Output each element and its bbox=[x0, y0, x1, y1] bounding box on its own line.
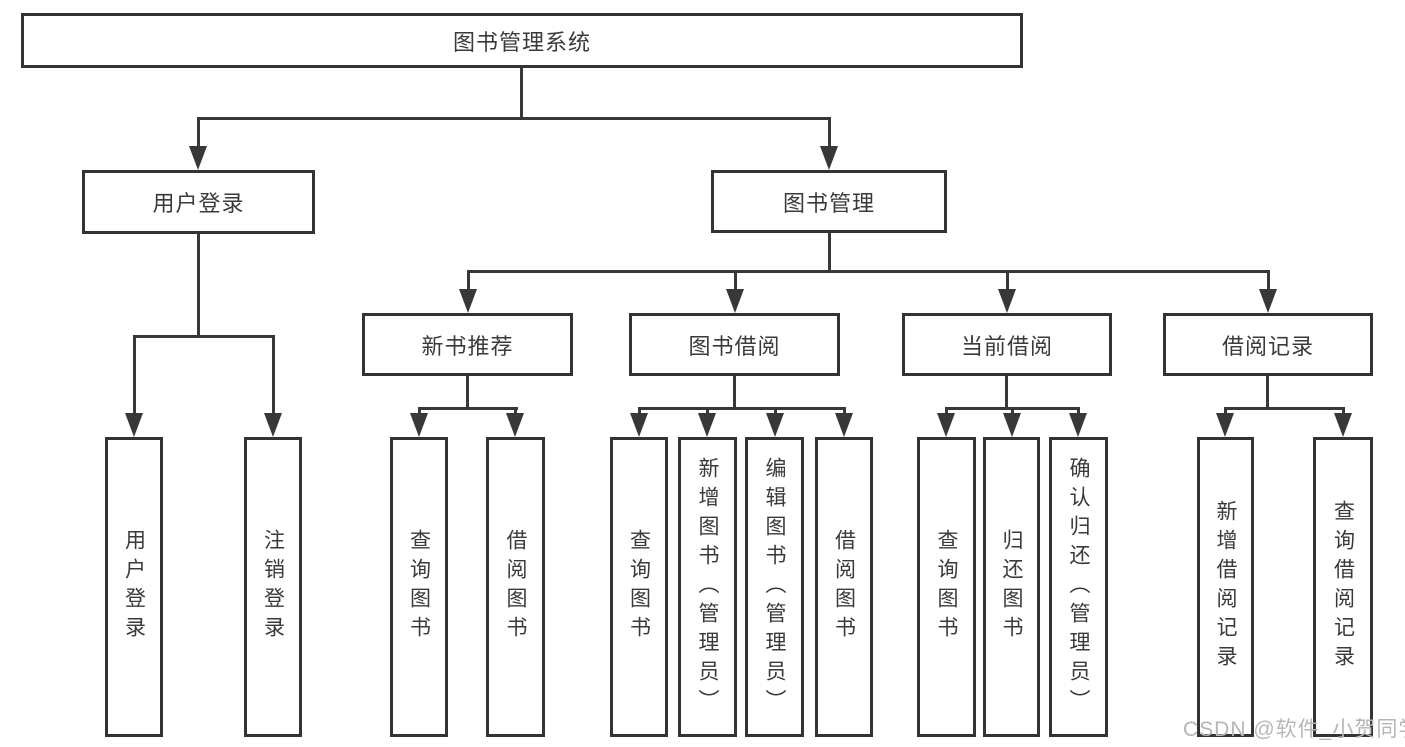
node-user-login: 用户登录 bbox=[82, 170, 315, 234]
arrow-down-icon bbox=[766, 413, 784, 437]
connector-line bbox=[197, 117, 200, 150]
connector-line bbox=[828, 117, 831, 150]
node-root-label: 图书管理系统 bbox=[452, 29, 591, 55]
leaf-borrow-books-label: 借阅图书 bbox=[832, 529, 856, 645]
leaf-confirm-return-admin-label: 确认归还（管理员） bbox=[1067, 456, 1090, 718]
connector-line bbox=[133, 335, 136, 419]
connector-current-stem bbox=[1005, 375, 1008, 407]
node-user-login-label: 用户登录 bbox=[152, 191, 245, 216]
leaf-query-borrow-record-label: 查询借阅记录 bbox=[1331, 500, 1355, 674]
arrow-down-icon bbox=[1069, 413, 1087, 437]
arrow-down-icon bbox=[125, 413, 143, 437]
node-new-book-recommend: 新书推荐 bbox=[362, 313, 573, 376]
leaf-edit-book-admin: 编辑图书（管理员） bbox=[745, 437, 804, 737]
leaf-user-login-label: 用户登录 bbox=[122, 529, 146, 645]
leaf-add-borrow-record: 新增借阅记录 bbox=[1197, 437, 1254, 737]
connector-line bbox=[467, 270, 470, 292]
arrow-down-icon bbox=[410, 413, 428, 437]
connector-root-stem bbox=[520, 68, 523, 117]
connector-userlogin-stem bbox=[197, 234, 200, 335]
connector-bookmgmt-stem bbox=[828, 233, 831, 270]
arrow-down-icon bbox=[937, 413, 955, 437]
leaf-borrow-books: 借阅图书 bbox=[815, 437, 873, 737]
leaf-user-login: 用户登录 bbox=[105, 437, 163, 737]
connector-line bbox=[1006, 270, 1009, 292]
csdn-watermark: CSDN @软件_小贺同学 bbox=[1183, 718, 1405, 741]
connector-root-branch bbox=[197, 117, 831, 120]
leaf-add-borrow-record-label: 新增借阅记录 bbox=[1214, 500, 1237, 674]
leaf-query-books-current-label: 查询图书 bbox=[935, 529, 958, 645]
node-book-management: 图书管理 bbox=[711, 170, 947, 233]
node-borrow-records: 借阅记录 bbox=[1163, 313, 1373, 376]
leaf-logout-label: 注销登录 bbox=[261, 529, 285, 645]
arrow-down-icon bbox=[506, 413, 524, 437]
connector-userlogin-branch bbox=[133, 335, 275, 338]
arrow-down-icon bbox=[189, 146, 207, 170]
leaf-query-books-recommend: 查询图书 bbox=[390, 437, 448, 737]
connector-borrow-branch bbox=[638, 407, 846, 410]
connector-bookmgmt-branch bbox=[467, 270, 1270, 273]
leaf-add-book-admin: 新增图书（管理员） bbox=[678, 437, 737, 737]
leaf-query-borrow-record: 查询借阅记录 bbox=[1313, 437, 1373, 737]
leaf-query-books-borrow-label: 查询图书 bbox=[627, 529, 651, 645]
leaf-return-book: 归还图书 bbox=[983, 437, 1040, 737]
arrow-down-icon bbox=[630, 413, 648, 437]
leaf-query-books-current: 查询图书 bbox=[917, 437, 976, 737]
arrow-down-icon bbox=[998, 289, 1016, 313]
connector-line bbox=[272, 335, 275, 419]
arrow-down-icon bbox=[1216, 413, 1234, 437]
arrow-down-icon bbox=[835, 413, 853, 437]
node-new-book-recommend-label: 新书推荐 bbox=[421, 333, 514, 359]
arrow-down-icon bbox=[820, 146, 838, 170]
leaf-borrow-books-recommend-label: 借阅图书 bbox=[504, 529, 527, 645]
leaf-borrow-books-recommend: 借阅图书 bbox=[486, 437, 545, 737]
node-current-borrow-label: 当前借阅 bbox=[960, 333, 1053, 359]
node-book-borrow-label: 图书借阅 bbox=[688, 333, 781, 359]
connector-borrow-stem bbox=[733, 376, 736, 407]
arrow-down-icon bbox=[698, 413, 716, 437]
arrow-down-icon bbox=[1259, 289, 1277, 313]
arrow-down-icon bbox=[459, 289, 477, 313]
connector-records-branch bbox=[1224, 407, 1345, 410]
leaf-return-book-label: 归还图书 bbox=[1000, 529, 1023, 645]
leaf-query-books-borrow: 查询图书 bbox=[610, 437, 668, 737]
leaf-confirm-return-admin: 确认归还（管理员） bbox=[1049, 437, 1108, 737]
connector-recommend-branch bbox=[418, 407, 518, 410]
leaf-logout: 注销登录 bbox=[244, 437, 302, 737]
node-book-management-label: 图书管理 bbox=[782, 190, 875, 216]
leaf-query-books-recommend-label: 查询图书 bbox=[407, 529, 431, 645]
arrow-down-icon bbox=[264, 413, 282, 437]
leaf-add-book-admin-label: 新增图书（管理员） bbox=[696, 456, 719, 718]
node-current-borrow: 当前借阅 bbox=[902, 313, 1112, 376]
connector-line bbox=[734, 270, 737, 292]
node-book-borrow: 图书借阅 bbox=[629, 313, 840, 376]
connector-line bbox=[1267, 270, 1270, 292]
node-borrow-records-label: 借阅记录 bbox=[1221, 333, 1314, 359]
arrow-down-icon bbox=[1334, 413, 1352, 437]
leaf-edit-book-admin-label: 编辑图书（管理员） bbox=[763, 456, 786, 718]
arrow-down-icon bbox=[726, 289, 744, 313]
connector-recommend-stem bbox=[466, 376, 469, 407]
node-root: 图书管理系统 bbox=[21, 13, 1023, 68]
arrow-down-icon bbox=[1003, 413, 1021, 437]
connector-records-stem bbox=[1266, 376, 1269, 407]
